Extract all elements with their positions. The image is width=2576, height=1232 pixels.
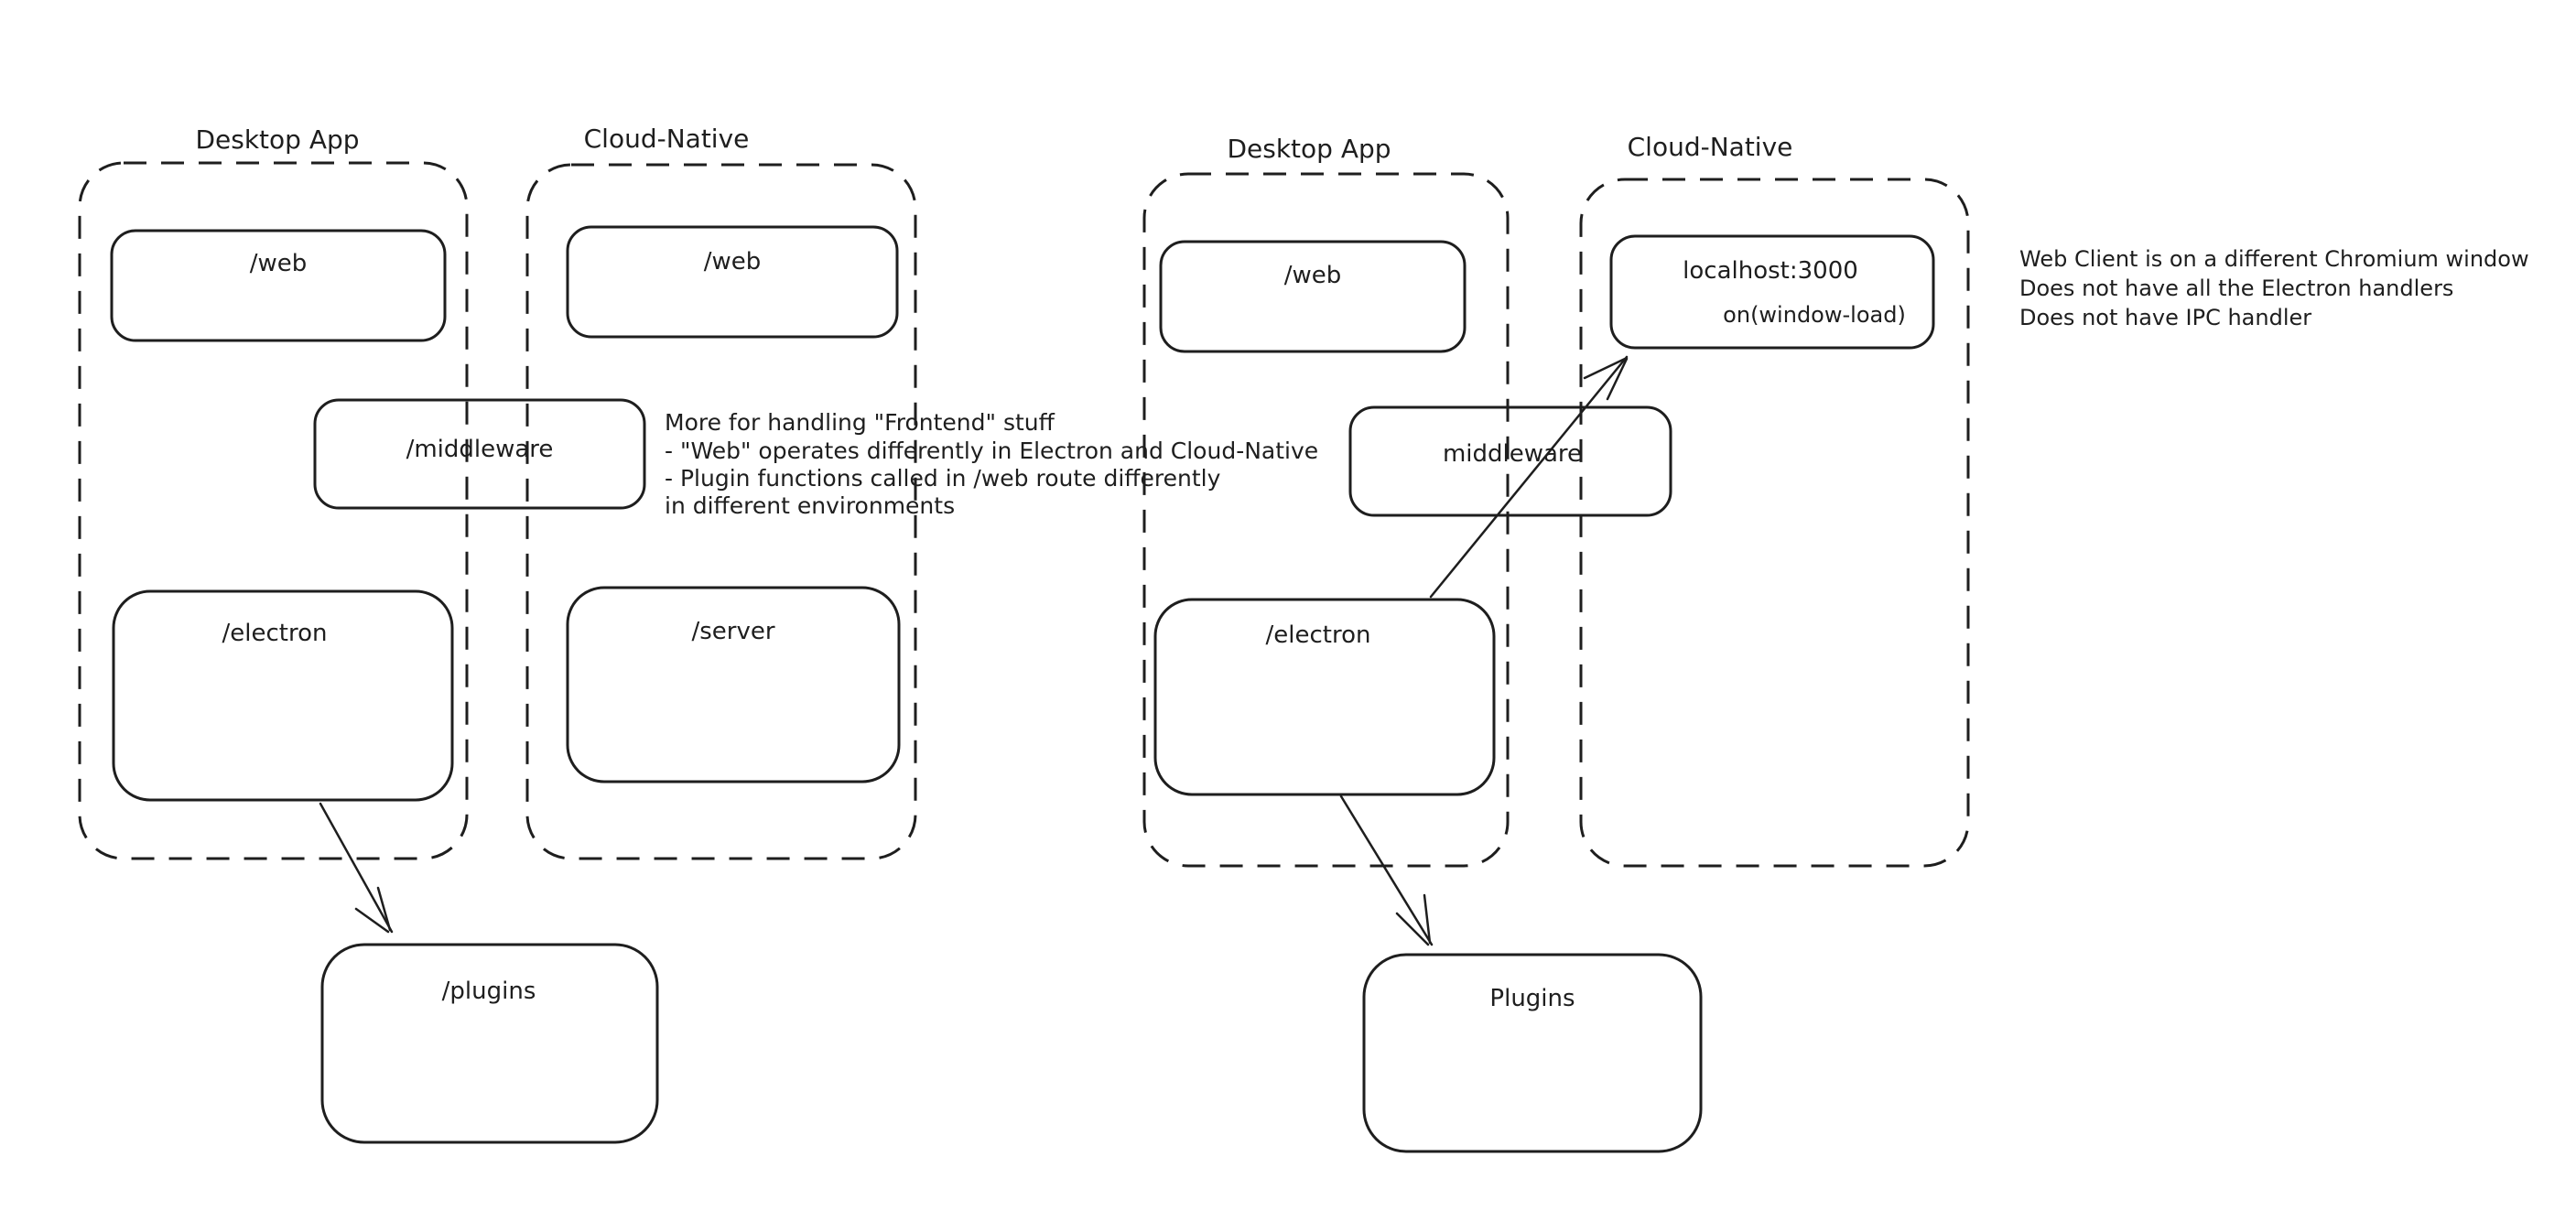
right-desktop-web-box: /web [1159,240,1467,353]
right-red-note-line-2: Does not have all the Electron handlers [2019,276,2453,301]
right-cloud-native-label: Cloud-Native [1628,132,1793,162]
right-cloud-native-container [1579,178,1970,868]
right-localhost-title: localhost:3000 [1683,257,1858,285]
left-electron-to-plugins-arrow [319,802,394,934]
left-green-note-line-1: More for handling "Frontend" stuff [665,409,1055,436]
left-electron-box: /electron [112,589,454,802]
left-green-note-line-2: - "Web" operates differently in Electron… [665,438,1318,464]
left-server-rect [566,586,901,784]
left-desktop-web-box: /web [110,229,447,342]
right-localhost-event-label: on(window-load) [1723,302,1906,328]
right-localhost-box: localhost:3000 on(window-load) [1609,234,1935,350]
right-desktop-web-label: /web [1284,262,1342,289]
left-electron-rect [112,589,454,802]
left-arrow-line [319,802,394,934]
right-electron-box: /electron [1153,598,1496,796]
right-desktop-web-rect [1159,240,1467,353]
right-desktop-app-container [1142,172,1510,868]
left-desktop-web-rect [110,229,447,342]
left-cloud-web-box: /web [566,225,899,339]
right-desktop-app-label: Desktop App [1227,134,1391,164]
left-plugins-rect [320,943,659,1144]
left-arrow-head [354,886,392,934]
right-electron-rect [1153,598,1496,796]
left-cloud-web-label: /web [704,248,762,276]
right-down-arrow-head [1395,893,1432,946]
left-diagram: Desktop App Cloud-Native /web /web /midd… [78,124,1318,1144]
right-electron-to-plugins-arrow [1339,794,1434,946]
left-plugins-box: /plugins [320,943,659,1144]
right-up-arrow-line [1429,355,1629,599]
left-cloud-native-container [525,163,917,860]
right-down-arrow-line [1339,794,1434,946]
left-green-note-line-4: in different environments [665,492,955,519]
right-red-note-line-3: Does not have IPC handler [2019,305,2311,330]
left-desktop-web-label: /web [250,250,308,277]
left-cloud-native-label: Cloud-Native [584,124,750,154]
right-up-arrow-head [1583,357,1629,401]
left-green-note-line-3: - Plugin functions called in /web route … [665,465,1221,492]
right-plugins-box: Plugins [1362,953,1703,1153]
right-electron-label: /electron [1266,621,1371,649]
left-cloud-web-rect [566,225,899,339]
right-localhost-rect [1609,234,1935,350]
right-plugins-rect [1362,953,1703,1153]
left-server-label: /server [691,618,774,645]
right-middleware-box: middleware [1348,405,1672,517]
left-middleware-rect [313,398,646,510]
right-plugins-label: Plugins [1489,985,1575,1012]
right-red-note: Web Client is on a different Chromium wi… [2019,246,2529,330]
left-middleware-box: /middleware [313,398,646,510]
left-server-box: /server [566,586,901,784]
left-middleware-label: /middleware [406,436,554,463]
left-electron-label: /electron [222,620,328,647]
left-green-note: More for handling "Frontend" stuff - "We… [665,409,1318,519]
right-red-note-line-1: Web Client is on a different Chromium wi… [2019,246,2529,272]
right-middleware-label: middleware [1443,440,1582,468]
right-middleware-rect [1348,405,1672,517]
left-plugins-label: /plugins [442,978,536,1005]
right-electron-to-localhost-arrow [1429,355,1629,599]
right-diagram: Desktop App Cloud-Native /web localhost:… [1142,132,2529,1153]
left-desktop-app-label: Desktop App [195,124,359,155]
